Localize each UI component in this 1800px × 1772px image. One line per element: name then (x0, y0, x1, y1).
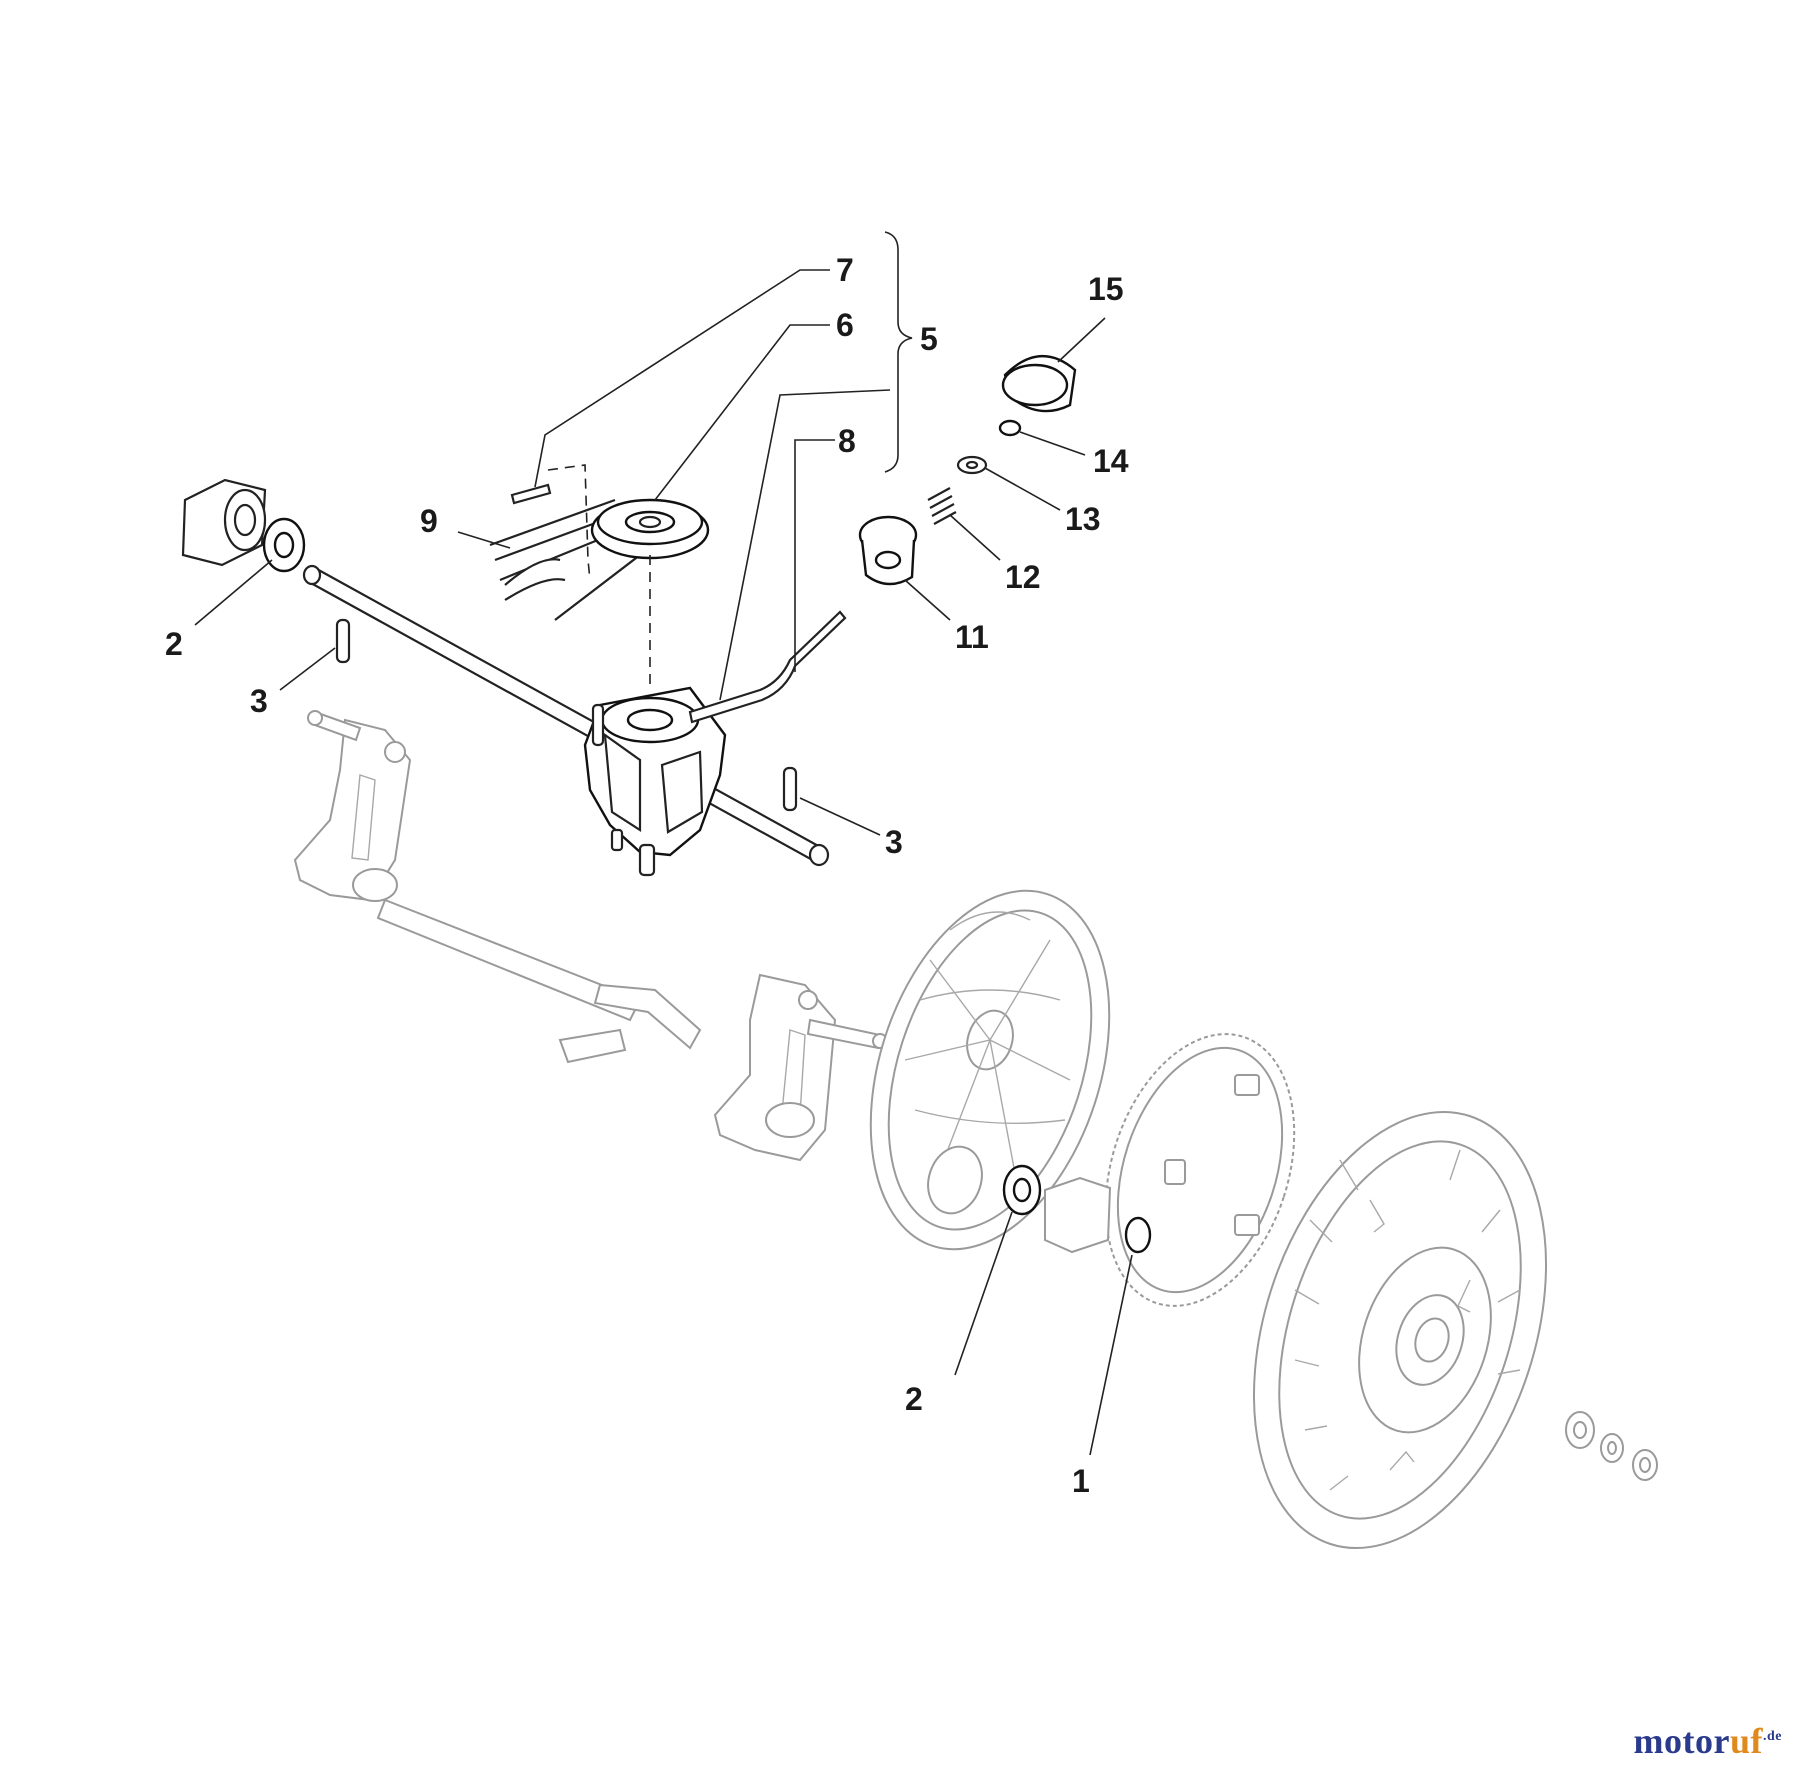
circlip (1124, 1216, 1152, 1254)
callout-2-left: 2 (165, 626, 183, 662)
callout-12: 12 (1005, 559, 1041, 595)
control-lever (688, 610, 847, 724)
callout-15: 15 (1088, 271, 1124, 307)
drive-gear-ring (1104, 1033, 1296, 1307)
pinion-left (181, 478, 267, 567)
watermark-brand-a: motor (1633, 1721, 1730, 1761)
callout-1: 1 (1072, 1463, 1090, 1499)
callout-9: 9 (420, 503, 438, 539)
watermark-brand-b: uf (1729, 1721, 1763, 1761)
callout-3-left: 3 (250, 683, 268, 719)
gearbox-housing (583, 686, 727, 877)
axle-washers-right (1565, 1411, 1658, 1481)
chassis-bracket-ghost (293, 710, 888, 1162)
callout-3-right: 3 (885, 824, 903, 860)
callout-14: 14 (1093, 443, 1129, 479)
watermark-tld: .de (1763, 1729, 1782, 1744)
motoruf-watermark: motoruf.de (1634, 1720, 1782, 1762)
adjuster-parts (858, 355, 1077, 586)
callout-labels: 7 6 5 8 9 2 3 3 11 12 13 14 15 2 1 (165, 252, 1129, 1499)
callout-6: 6 (836, 307, 854, 343)
dowel-pins (335, 618, 798, 812)
callout-13: 13 (1065, 501, 1101, 537)
callout-8: 8 (838, 423, 856, 459)
rear-wheel (1252, 1110, 1548, 1550)
pulley-and-belt (489, 498, 710, 621)
wheel-hub-plate (869, 889, 1111, 1251)
callout-7: 7 (836, 252, 854, 288)
leader-lines (194, 231, 1133, 1456)
bearing-right (1002, 1164, 1042, 1216)
callout-11: 11 (955, 619, 989, 655)
callout-2-lower: 2 (905, 1381, 923, 1417)
bearing-left (262, 517, 306, 573)
key-pin (510, 483, 552, 505)
callout-5: 5 (920, 321, 938, 357)
pinion-right (1044, 1176, 1112, 1254)
assembly-guides (547, 464, 651, 690)
